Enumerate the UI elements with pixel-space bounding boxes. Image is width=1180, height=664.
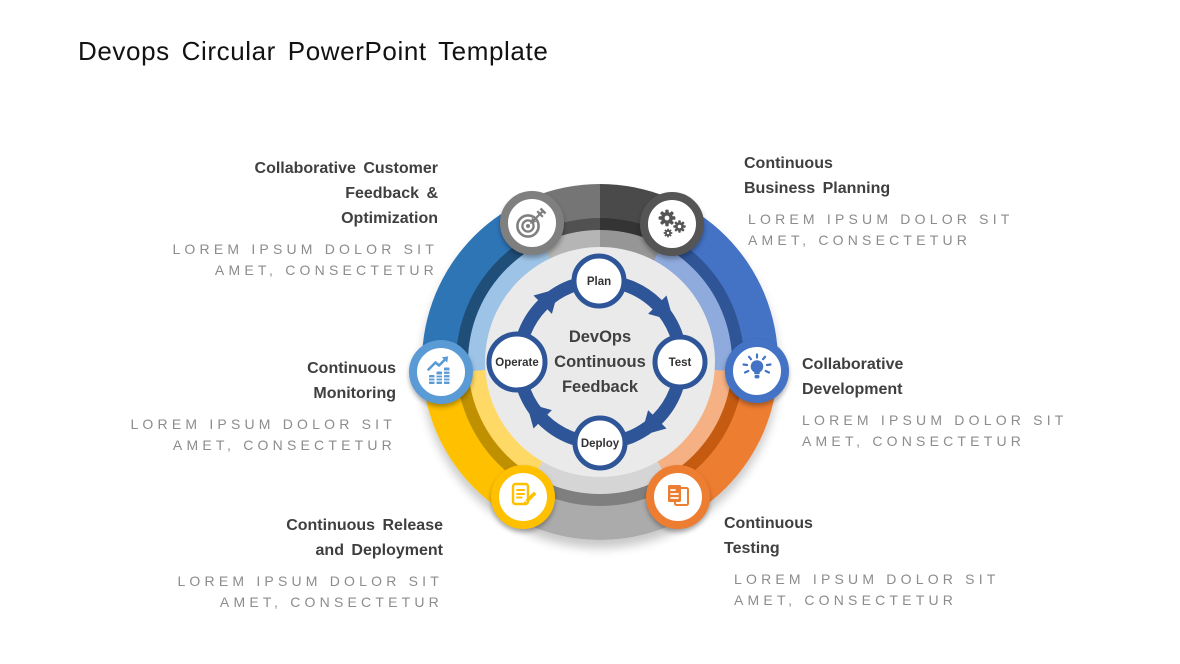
section-title: Continuous Monitoring xyxy=(130,356,396,406)
cycle-arrowhead xyxy=(648,295,674,321)
section-description: LOREM IPSUM DOLOR SIT AMET, CONSECTETUR xyxy=(172,239,438,281)
lightbulb-icon xyxy=(725,339,789,403)
section-description: LOREM IPSUM DOLOR SIT AMET, CONSECTETUR xyxy=(177,571,443,613)
gears-icon xyxy=(640,192,704,256)
section-collaborative-customer-feedback: Collaborative Customer Feedback & Optimi… xyxy=(172,156,438,281)
section-title-line: Monitoring xyxy=(313,385,396,402)
chart-icon xyxy=(409,340,473,404)
section-title-line: Collaborative Customer xyxy=(254,160,438,177)
section-title: Collaborative Development xyxy=(802,352,1068,402)
cycle-node-plan xyxy=(571,253,627,309)
section-continuous-monitoring: Continuous Monitoring LOREM IPSUM DOLOR … xyxy=(130,356,396,456)
section-description-line: AMET, CONSECTETUR xyxy=(734,592,958,608)
cycle-node-test-label: Test xyxy=(669,357,692,369)
section-description: LOREM IPSUM DOLOR SIT AMET, CONSECTETUR xyxy=(802,410,1068,452)
section-description-line: AMET, CONSECTETUR xyxy=(219,594,443,610)
section-title-line: Testing xyxy=(724,540,780,557)
cycle-arrowhead xyxy=(526,403,552,429)
section-description-line: AMET, CONSECTETUR xyxy=(214,262,438,278)
documents-icon xyxy=(646,465,710,529)
section-title-line: Continuous xyxy=(307,360,396,377)
section-collaborative-development: Collaborative Development LOREM IPSUM DO… xyxy=(802,352,1068,452)
section-description-line: LOREM IPSUM DOLOR SIT xyxy=(802,412,1068,428)
section-title-line: Development xyxy=(802,381,903,398)
cycle-arrowhead xyxy=(641,410,667,436)
page-title: Devops Circular PowerPoint Template xyxy=(78,36,549,66)
section-title-line: Collaborative xyxy=(802,356,904,373)
section-description-line: LOREM IPSUM DOLOR SIT xyxy=(734,571,1000,587)
section-continuous-testing: Continuous Testing LOREM IPSUM DOLOR SIT… xyxy=(724,511,1000,611)
section-description-line: AMET, CONSECTETUR xyxy=(748,232,972,248)
cycle-arrowhead xyxy=(533,288,559,314)
section-title-line: Continuous xyxy=(744,155,833,172)
section-title-line: Optimization xyxy=(341,210,438,227)
cycle-node-deploy-label: Deploy xyxy=(581,438,620,450)
section-title-line: Continuous Release xyxy=(286,517,443,534)
section-description-line: LOREM IPSUM DOLOR SIT xyxy=(172,241,438,257)
cycle-node-plan-label: Plan xyxy=(587,276,611,288)
section-title: Continuous Testing xyxy=(724,511,1000,561)
section-continuous-business-planning: Continuous Business Planning LOREM IPSUM… xyxy=(744,151,1014,251)
section-title-line: Business Planning xyxy=(744,180,891,197)
target-icon xyxy=(500,191,564,255)
section-description-line: AMET, CONSECTETUR xyxy=(802,433,1026,449)
cycle-node-operate-label: Operate xyxy=(495,357,538,369)
section-title: Continuous Business Planning xyxy=(744,151,1014,201)
section-description-line: LOREM IPSUM DOLOR SIT xyxy=(177,573,443,589)
section-title-line: and Deployment xyxy=(315,542,443,559)
cycle-node-deploy xyxy=(572,415,628,471)
section-description-line: LOREM IPSUM DOLOR SIT xyxy=(130,416,396,432)
section-description: LOREM IPSUM DOLOR SIT AMET, CONSECTETUR xyxy=(130,414,396,456)
section-title: Continuous Release and Deployment xyxy=(177,513,443,563)
document-edit-icon xyxy=(491,465,555,529)
section-description: LOREM IPSUM DOLOR SIT AMET, CONSECTETUR xyxy=(748,209,1014,251)
section-description-line: AMET, CONSECTETUR xyxy=(172,437,396,453)
section-title-line: Continuous xyxy=(724,515,813,532)
cycle-node-test xyxy=(652,334,708,390)
devops-cycle: Plan Test Deploy Operate xyxy=(486,253,708,471)
cycle-node-operate xyxy=(486,331,548,393)
section-description: LOREM IPSUM DOLOR SIT AMET, CONSECTETUR xyxy=(734,569,1000,611)
section-title: Collaborative Customer Feedback & Optimi… xyxy=(172,156,438,231)
section-description-line: LOREM IPSUM DOLOR SIT xyxy=(748,211,1014,227)
section-continuous-release-deployment: Continuous Release and Deployment LOREM … xyxy=(177,513,443,613)
section-title-line: Feedback & xyxy=(345,185,438,202)
